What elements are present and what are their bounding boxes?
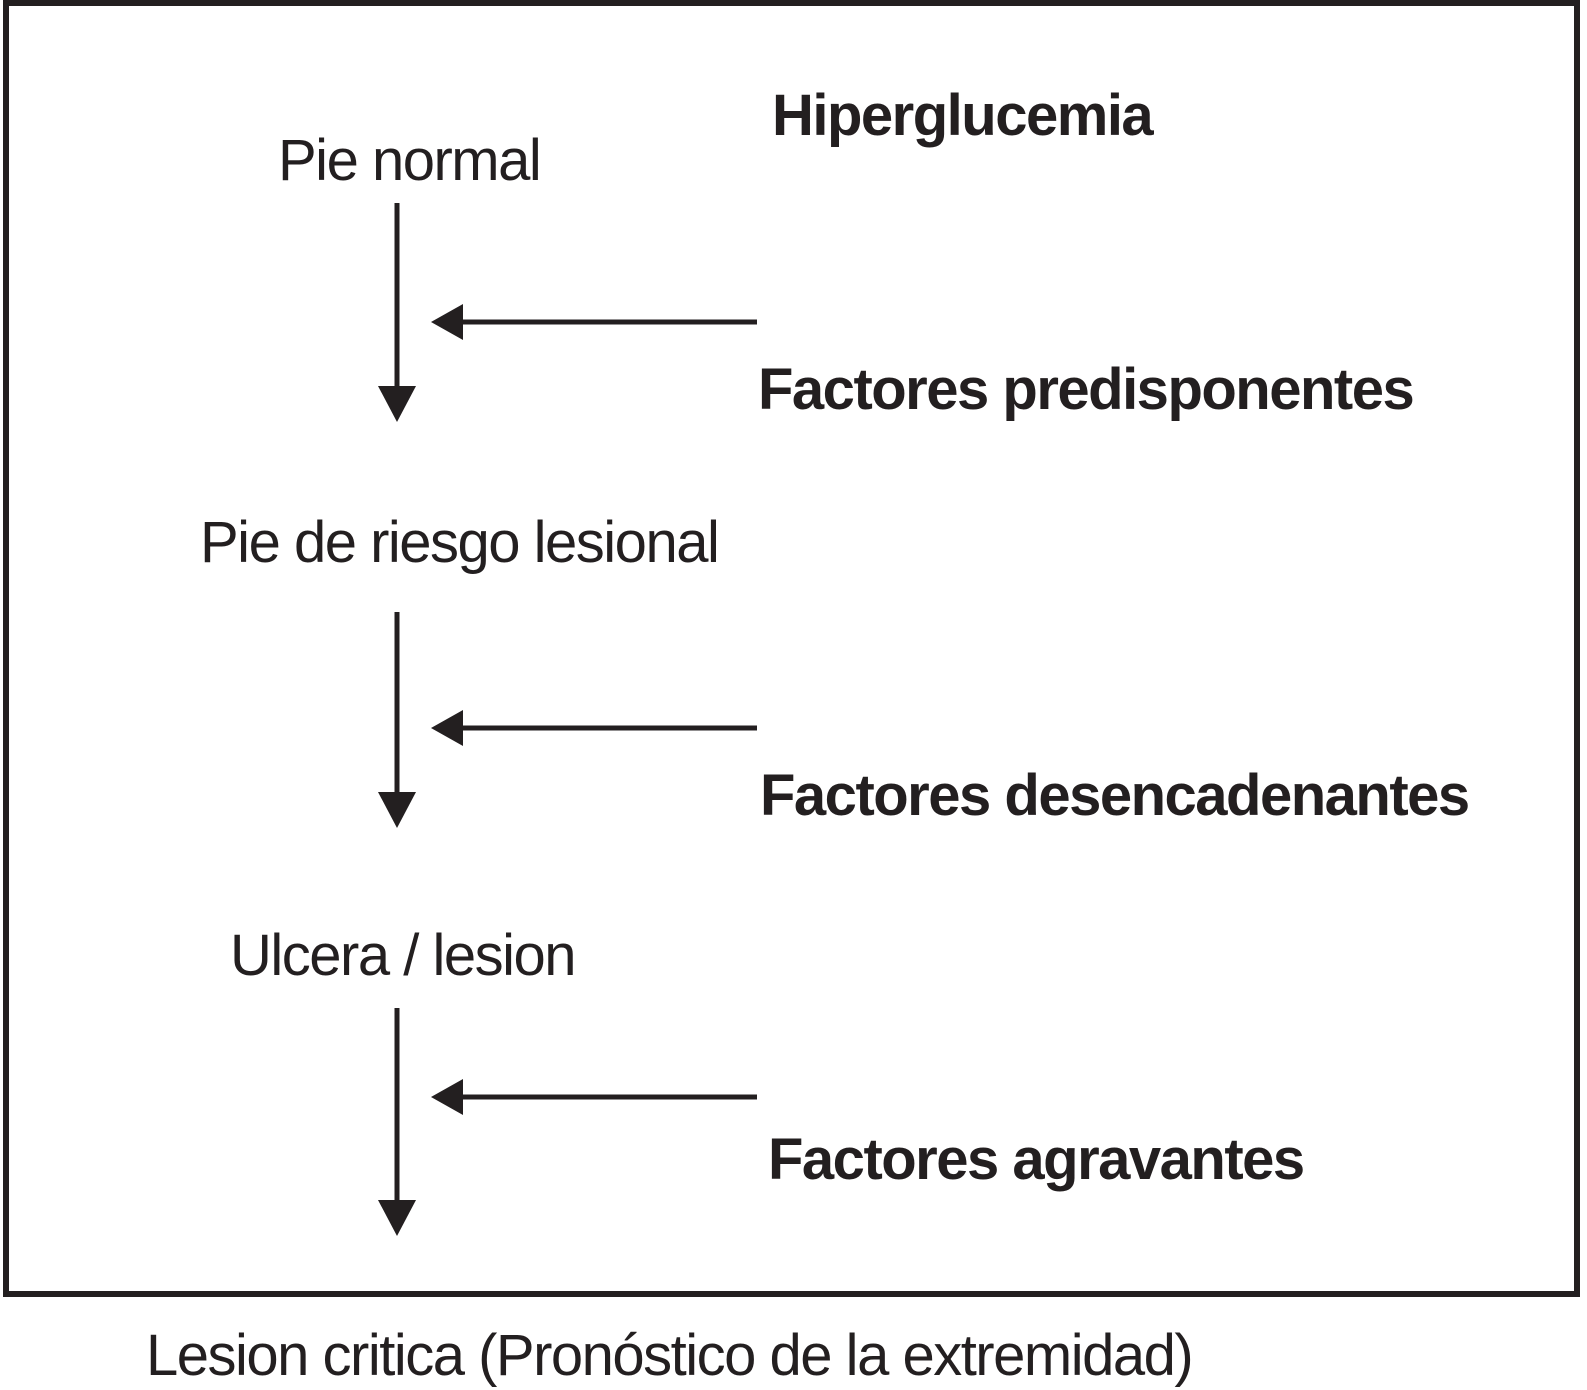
arrow-down-icon-1 [378,203,416,422]
node-ulcera-lesion: Ulcera / lesion [230,923,576,988]
diagram-title: Hiperglucemia [772,83,1154,148]
factor-predisponentes-label: Factores predisponentes [758,357,1415,422]
arrow-left-icon-1 [431,304,757,340]
outcome-caption: Lesion critica (Pronóstico de la extremi… [146,1323,1194,1388]
arrow-left-icon-3 [431,1079,757,1115]
node-pie-normal: Pie normal [278,128,542,193]
factor-agravantes-label: Factores agravantes [768,1127,1305,1192]
arrow-down-icon-2 [378,612,416,828]
factor-desencadenantes-label: Factores desencadenantes [760,763,1470,828]
node-pie-de-riesgo-lesional: Pie de riesgo lesional [200,510,720,575]
arrow-left-icon-2 [431,710,757,746]
diagram-border [3,0,1580,1297]
arrow-down-icon-3 [378,1008,416,1236]
